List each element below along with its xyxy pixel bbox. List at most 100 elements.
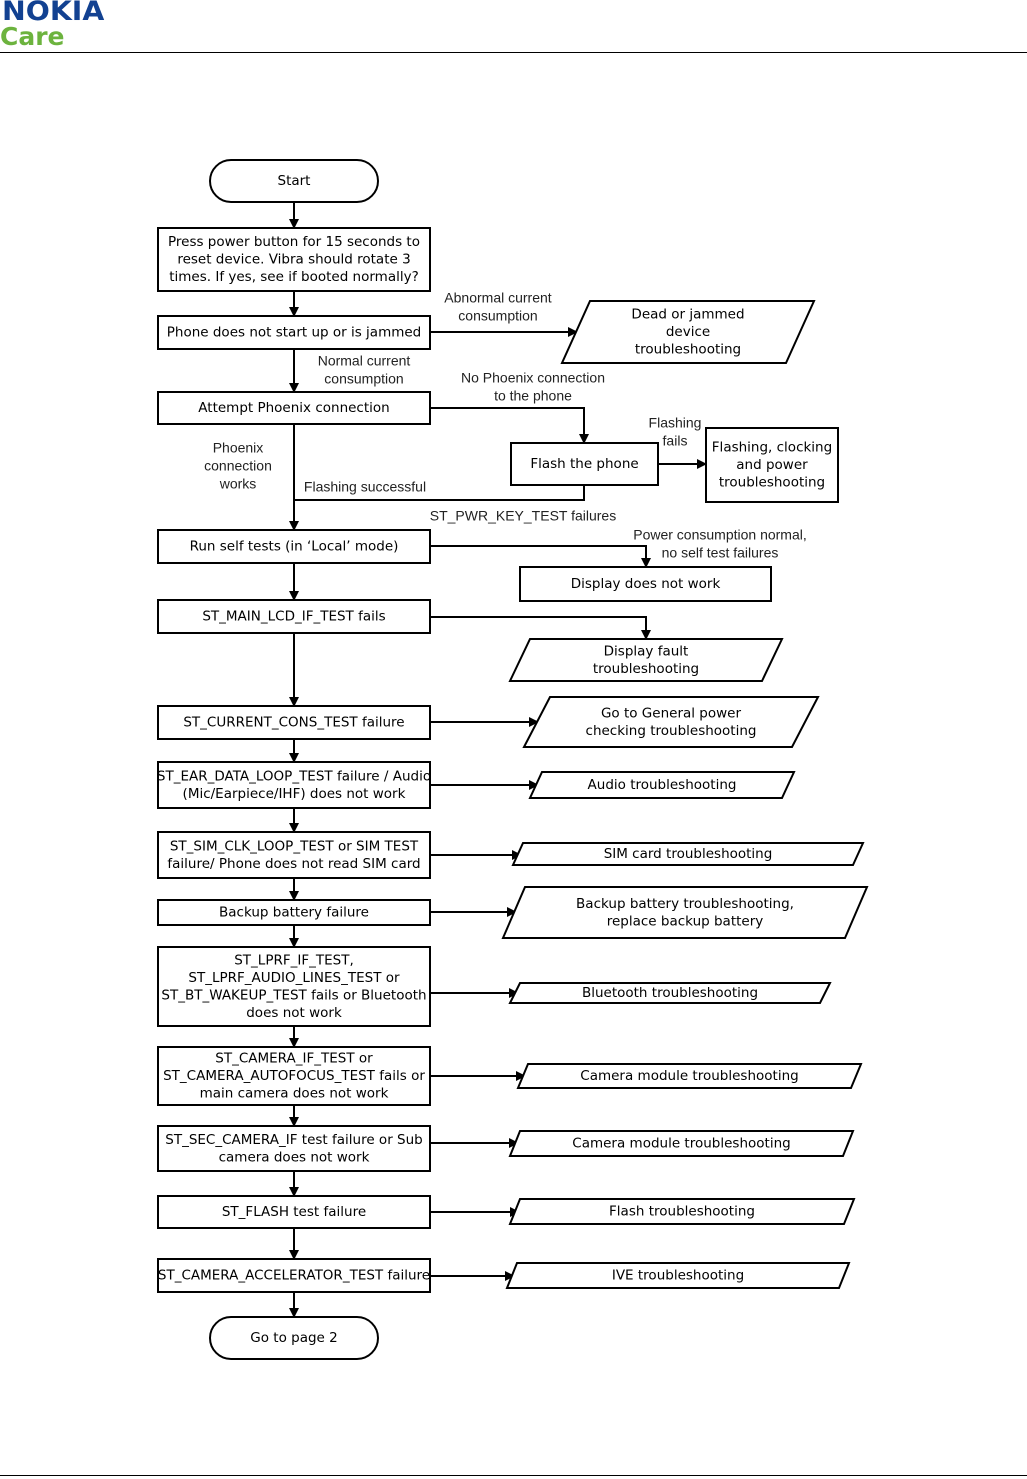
node-label-line: ST_LPRF_AUDIO_LINES_TEST or [188, 970, 400, 986]
io-parallelogram [505, 1262, 851, 1289]
edge-label-line: works [219, 476, 257, 492]
node-label-line: troubleshooting [635, 342, 741, 358]
node-label-line: Attempt Phoenix connection [198, 400, 389, 416]
io-parallelogram [516, 1063, 863, 1089]
nokia-logo: NOKIA [2, 0, 105, 27]
node-cam-accel: ST_CAMERA_ACCELERATOR_TEST failure [157, 1258, 431, 1293]
node-run-self-tests: Run self tests (in ‘Local’ mode) [157, 529, 431, 564]
edge-label-st-pwr-key: ST_PWR_KEY_TEST failures [430, 508, 616, 524]
edge-label-flashing-successful: Flashing successful [304, 479, 426, 495]
io-parallelogram [508, 1130, 855, 1157]
process-box [157, 1046, 431, 1106]
io-parallelogram [560, 300, 816, 364]
node-lprf: ST_LPRF_IF_TEST,ST_LPRF_AUDIO_LINES_TEST… [157, 946, 431, 1027]
node-label-line: Go to page 2 [250, 1330, 337, 1346]
node-label-line: ST_EAR_DATA_LOOP_TEST failure / Audio [157, 768, 431, 784]
edge-label-line: consumption [324, 371, 403, 387]
node-camera-ts-2: Camera module troubleshooting [508, 1130, 855, 1157]
process-box [157, 831, 431, 879]
io-parallelogram [508, 638, 784, 682]
io-parallelogram [501, 886, 869, 939]
header-divider [0, 52, 1027, 53]
process-box [157, 529, 431, 564]
node-label-line: ST_CAMERA_AUTOFOCUS_TEST fails or [163, 1068, 425, 1084]
node-flash-ts: Flash troubleshooting [508, 1198, 856, 1225]
edge-label-line: Normal current [318, 353, 411, 369]
node-label-line: Start [278, 173, 311, 189]
process-box [157, 1125, 431, 1172]
node-flash-test: ST_FLASH test failure [157, 1195, 431, 1229]
node-label-line: failure/ Phone does not read SIM card [167, 856, 420, 872]
process-box [157, 899, 431, 926]
node-label-line: ST_SIM_CLK_LOOP_TEST or SIM TEST [170, 838, 419, 854]
node-attempt-phoenix: Attempt Phoenix connection [157, 391, 431, 425]
node-label-line: reset device. Vibra should rotate 3 [177, 252, 410, 268]
process-box [157, 391, 431, 425]
node-label-line: Audio troubleshooting [588, 777, 737, 793]
node-label-line: Dead or jammed [631, 307, 744, 323]
node-label-line: Press power button for 15 seconds to [168, 234, 420, 250]
connector-arrow-11 [430, 616, 651, 640]
node-backup-ts: Backup battery troubleshooting,replace b… [501, 886, 869, 939]
node-label-line: and power [736, 457, 808, 473]
node-label-line: ST_SEC_CAMERA_IF test failure or Sub [165, 1132, 422, 1148]
node-label-line: camera does not work [219, 1149, 370, 1165]
edge-label-line: Phoenix [213, 440, 264, 456]
process-box [510, 442, 659, 486]
process-box [157, 946, 431, 1027]
edge-label-line: no self test failures [662, 545, 779, 561]
node-label-line: device [666, 324, 710, 340]
node-sim-clk: ST_SIM_CLK_LOOP_TEST or SIM TEST failure/… [157, 831, 431, 879]
io-parallelogram [511, 842, 865, 866]
node-label-line: Display does not work [571, 576, 721, 592]
node-label-line: replace backup battery [607, 913, 764, 929]
edge-label-line: Flashing successful [304, 479, 426, 495]
process-box [157, 227, 431, 292]
process-box [157, 315, 431, 350]
io-parallelogram [528, 771, 796, 799]
node-label-line: (Mic/Earpiece/IHF) does not work [183, 786, 406, 802]
node-label-line: ST_CURRENT_CONS_TEST failure [183, 715, 404, 731]
edge-label-normal-current: Normal current consumption [318, 353, 411, 387]
footer-divider [0, 1475, 1027, 1476]
edge-label-line: No Phoenix connection [461, 370, 605, 386]
process-box [705, 427, 839, 503]
terminal-box [209, 159, 379, 203]
node-main-lcd: ST_MAIN_LCD_IF_TEST fails [157, 599, 431, 634]
node-start: Start [209, 159, 379, 203]
edge-label-line: ST_PWR_KEY_TEST failures [430, 508, 616, 524]
io-parallelogram [508, 982, 832, 1004]
node-no-start: Phone does not start up or is jammed [157, 315, 431, 350]
node-goto-page2: Go to page 2 [209, 1316, 379, 1360]
node-current-cons: ST_CURRENT_CONS_TEST failure [157, 705, 431, 740]
node-label-line: Phone does not start up or is jammed [167, 325, 422, 341]
node-label-line: SIM card troubleshooting [604, 846, 773, 862]
process-box [157, 705, 431, 740]
connector-arrow-8 [294, 485, 585, 501]
io-parallelogram [522, 696, 820, 748]
node-label-line: times. If yes, see if booted normally? [169, 269, 419, 285]
node-label-line: does not work [246, 1005, 342, 1021]
node-label-line: Camera module troubleshooting [572, 1136, 790, 1152]
terminal-box [209, 1316, 379, 1360]
edge-label-line: connection [204, 458, 272, 474]
edge-label-line: Power consumption normal, [633, 527, 807, 543]
node-camera-ts-1: Camera module troubleshooting [516, 1063, 863, 1089]
process-box [157, 761, 431, 809]
node-camera-if: ST_CAMERA_IF_TEST orST_CAMERA_AUTOFOCUS_… [157, 1046, 431, 1106]
node-label-line: troubleshooting [593, 661, 699, 677]
node-label-line: ST_MAIN_LCD_IF_TEST fails [202, 609, 385, 625]
node-label-line: Run self tests (in ‘Local’ mode) [190, 539, 399, 555]
node-press-power: Press power button for 15 seconds to rese… [157, 227, 431, 292]
edge-label-line: to the phone [494, 388, 572, 404]
node-bt-ts: Bluetooth troubleshooting [508, 982, 832, 1004]
node-label-line: ST_CAMERA_ACCELERATOR_TEST failure [158, 1268, 430, 1284]
node-label-line: Backup battery troubleshooting, [576, 896, 794, 912]
node-label-line: Go to General power [601, 705, 742, 721]
process-box [157, 599, 431, 634]
